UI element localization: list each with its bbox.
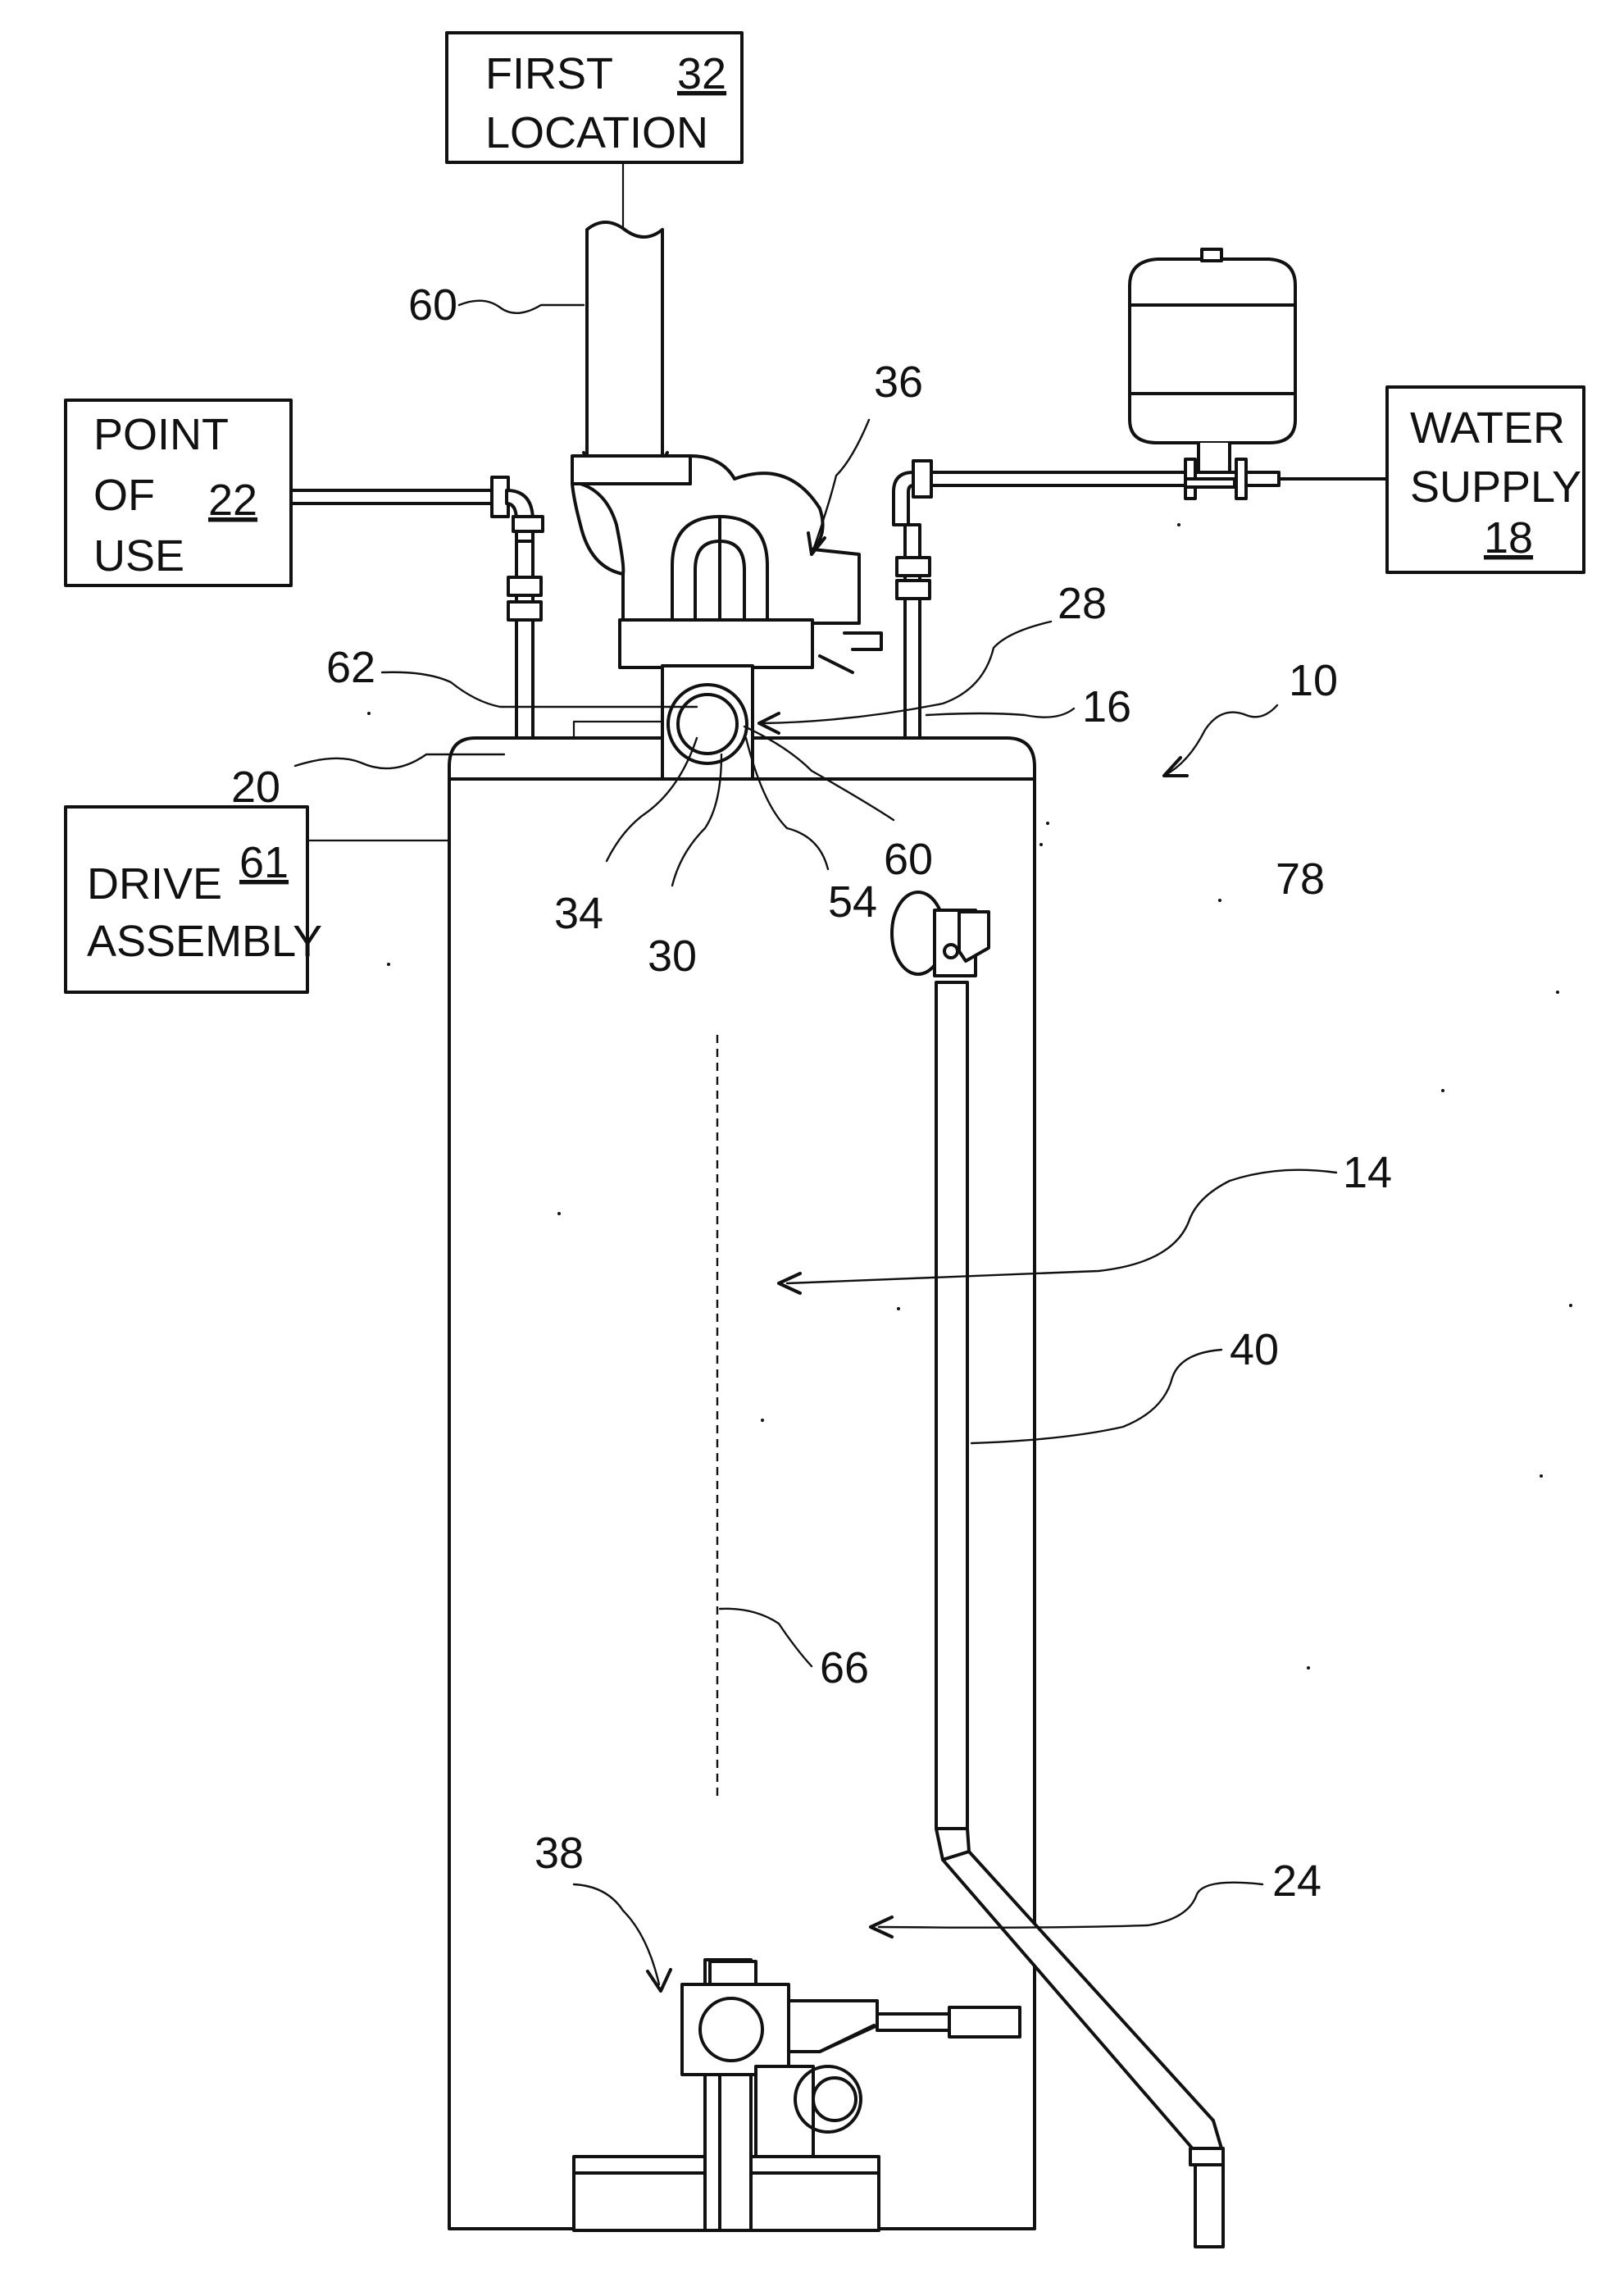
water-supply-line1: WATER [1410,403,1565,453]
water-supply-line2: SUPPLY [1410,462,1581,512]
blower-assembly [572,456,881,672]
water-supply-box: WATER SUPPLY 18 [1387,387,1584,572]
first-location-line1: FIRST [485,49,613,98]
point-of-use-line2: OF [93,471,155,520]
point-of-use-box: POINT OF 22 USE [66,400,291,585]
leader-10 [1164,705,1277,776]
first-location-ref: 32 [677,49,726,98]
drive-assembly-line1: DRIVE [87,859,222,909]
ref-40-gas-line: 40 [1230,1325,1279,1374]
ref-34-fan-hub: 34 [554,889,603,938]
ref-54-fan-ring: 54 [828,877,877,927]
vent-pipe [584,222,667,463]
ref-38-burner: 38 [535,1829,584,1878]
fan-housing [662,666,753,779]
leader-62 [382,672,697,707]
ref-24-combustion-chamber: 24 [1272,1856,1321,1906]
point-of-use-line1: POINT [93,410,229,459]
leader-16 [926,708,1074,718]
ref-20-hot-outlet: 20 [231,763,280,812]
first-location-box: FIRST 32 LOCATION [447,33,742,162]
hot-outlet-pipe [291,477,543,738]
drive-assembly-ref: 61 [239,838,289,887]
ref-16-cold-inlet: 16 [1082,682,1131,731]
ref-28: 28 [1058,579,1107,628]
ref-66-flue: 66 [820,1643,869,1692]
water-supply-ref: 18 [1484,513,1533,563]
ref-60-fan-vent: 60 [884,835,933,884]
point-of-use-ref: 22 [208,476,257,525]
ref-62-motor-housing: 62 [326,643,375,692]
ref-10-heater: 10 [1289,656,1338,705]
point-of-use-line3: USE [93,531,184,581]
expansion-tank [1130,249,1295,487]
first-location-line2: LOCATION [485,108,708,157]
ref-78: 78 [1276,854,1325,904]
drive-assembly-box: DRIVE 61 ASSEMBLY [66,807,322,992]
ref-36-blower: 36 [874,358,923,407]
ref-60-vent: 60 [408,280,457,330]
ref-30-fan-wheel: 30 [648,932,697,981]
ref-14-tank-interior: 14 [1343,1148,1392,1197]
drive-assembly-line2: ASSEMBLY [87,917,322,966]
leader-60-top [459,301,584,313]
